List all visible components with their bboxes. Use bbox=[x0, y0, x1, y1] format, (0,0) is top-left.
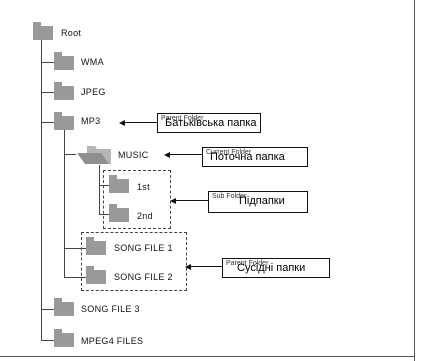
tree-branch-jpeg bbox=[41, 92, 54, 93]
second-folder-icon bbox=[109, 204, 129, 222]
current-arrow-head bbox=[164, 152, 170, 158]
song-file-3-label: SONG FILE 3 bbox=[81, 304, 140, 314]
song-file-2-icon bbox=[86, 266, 106, 284]
current-folder-callout-en: Current Folder bbox=[206, 149, 252, 156]
first-folder-icon bbox=[109, 175, 129, 193]
root-label: Root bbox=[61, 28, 82, 38]
parent-arrow-head bbox=[119, 120, 125, 126]
wma-folder-icon bbox=[54, 52, 74, 70]
tree-branch-mpeg4 bbox=[41, 340, 54, 341]
files-arrow-head bbox=[185, 264, 191, 270]
music-open-folder-icon bbox=[77, 146, 111, 164]
song-file-1-label: SONG FILE 1 bbox=[114, 243, 173, 253]
tree-branch-music bbox=[64, 154, 76, 155]
jpeg-folder-icon bbox=[54, 82, 74, 100]
tree-branch-1st bbox=[99, 185, 109, 186]
sub-folder-callout-text: Підпапки bbox=[239, 195, 285, 207]
sub-folder-callout: Sub Folder Підпапки bbox=[208, 191, 308, 213]
current-folder-callout-text: Поточна папка bbox=[210, 151, 285, 163]
sub-folder-callout-en: Sub Folder bbox=[212, 193, 247, 200]
song-file-2-label: SONG FILE 2 bbox=[114, 272, 173, 282]
root-folder-icon bbox=[33, 22, 53, 40]
current-folder-callout: Current Folder Поточна папка bbox=[202, 147, 308, 167]
current-arrow-line bbox=[170, 154, 202, 155]
jpeg-label: JPEG bbox=[81, 87, 106, 97]
song-file-3-icon bbox=[54, 298, 74, 316]
tree-line-root bbox=[41, 40, 42, 341]
tree-line-mp3 bbox=[64, 130, 65, 278]
tree-branch-song3 bbox=[41, 309, 54, 310]
files-arrow-line bbox=[191, 266, 223, 267]
tree-branch-song1 bbox=[64, 248, 86, 249]
sub-arrow-head bbox=[170, 198, 176, 204]
tree-branch-song2 bbox=[64, 277, 86, 278]
second-label: 2nd bbox=[137, 211, 153, 221]
frame-right-edge bbox=[414, 0, 415, 361]
mp3-label: MP3 bbox=[81, 116, 101, 126]
sub-arrow-line bbox=[176, 200, 208, 201]
parent-folder-callout-text: Батьківська папка bbox=[165, 117, 257, 129]
sibling-folder-callout-en: Parent Folder bbox=[226, 260, 269, 267]
wma-label: WMA bbox=[81, 57, 104, 67]
mpeg4-label: MPEG4 FILES bbox=[81, 336, 144, 346]
parent-folder-callout: Parent Folder Батьківська папка bbox=[157, 113, 261, 133]
mp3-folder-icon bbox=[54, 112, 74, 130]
frame-bottom-edge bbox=[0, 356, 415, 357]
sibling-group-box bbox=[81, 232, 187, 291]
tree-line-music bbox=[99, 165, 100, 215]
mpeg4-folder-icon bbox=[54, 329, 74, 347]
music-label: MUSIC bbox=[118, 150, 149, 160]
first-label: 1st bbox=[137, 182, 150, 192]
tree-branch-mp3 bbox=[41, 122, 54, 123]
sibling-folder-callout: Parent Folder Сусідні папки bbox=[222, 258, 330, 278]
tree-branch-2nd bbox=[99, 214, 109, 215]
song-file-1-icon bbox=[86, 237, 106, 255]
parent-folder-callout-en: Parent Folder bbox=[161, 115, 204, 122]
parent-arrow-line bbox=[125, 122, 157, 123]
tree-branch-wma bbox=[41, 62, 54, 63]
sibling-folder-callout-text: Сусідні папки bbox=[237, 262, 306, 274]
